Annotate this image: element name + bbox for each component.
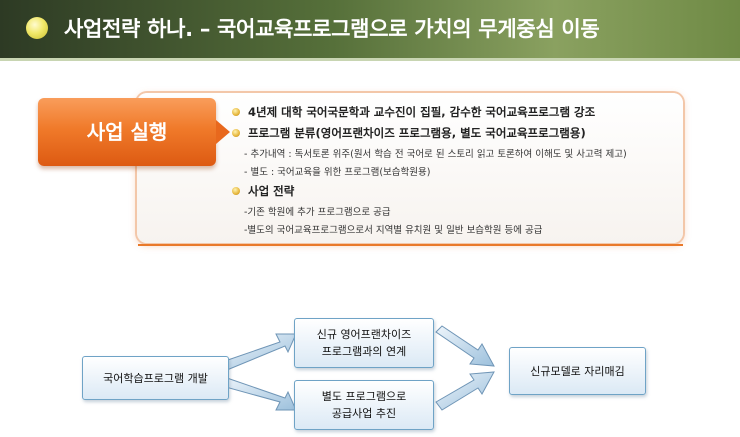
- flow-box-start-label: 국어학습프로그램 개발: [103, 371, 208, 385]
- title-bar: 사업전략 하나. – 국어교육프로그램으로 가치의 무게중심 이동: [0, 0, 740, 58]
- tab-arrow-icon: [216, 120, 230, 144]
- list-item-1: 4년제 대학 국어국문학과 교수진이 집필, 감수한 국어교육프로그램 강조: [248, 105, 596, 119]
- list-item-3-sub-1: -기존 학원에 추가 프로그램으로 공급: [244, 207, 391, 218]
- flow-box-end-label: 신규모델로 자리매김: [530, 364, 625, 378]
- flow-box-bottom-line2: 공급사업 추진: [331, 407, 397, 420]
- flow-box-end: 신규모델로 자리매김: [509, 347, 646, 395]
- section-tab-label: 사업 실행: [86, 120, 168, 144]
- page-title: 사업전략 하나. – 국어교육프로그램으로 가치의 무게중심 이동: [64, 17, 600, 41]
- bullet-icon: [232, 108, 240, 116]
- list-item-2: 프로그램 분류(영어프랜차이즈 프로그램용, 별도 국어교육프로그램용): [248, 126, 586, 140]
- content-panel: [137, 93, 683, 243]
- title-bullet-icon: [26, 17, 48, 39]
- list-item-3-sub-2: -별도의 국어교육프로그램으로서 지역별 유치원 및 일반 보습학원 등에 공급: [244, 225, 543, 236]
- flow-box-top: 신규 영어프랜차이즈 프로그램과의 연계: [294, 318, 434, 368]
- section-tab: 사업 실행: [38, 98, 230, 166]
- arrow-to-top-icon: [221, 333, 297, 371]
- bullet-icon: [232, 129, 240, 137]
- list-item-2-sub-2: - 별도 : 국어교육을 위한 프로그램(보습학원용): [244, 167, 431, 178]
- flow-box-top-line2: 프로그램과의 연계: [321, 345, 407, 358]
- flow-box-bottom: 별도 프로그램으로 공급사업 추진: [294, 380, 434, 430]
- list-item-2-sub-1: - 추가내역 : 독서토론 위주(원서 학습 전 국어로 된 스토리 읽고 토론…: [244, 149, 627, 160]
- list-item-3: 사업 전략: [248, 184, 295, 198]
- flow-box-start: 국어학습프로그램 개발: [82, 356, 229, 400]
- title-divider: [0, 58, 740, 61]
- arrow-top-to-end-icon: [435, 325, 495, 367]
- flow-box-bottom-line1: 별도 프로그램으로: [321, 390, 407, 403]
- arrow-to-bottom-icon: [221, 377, 297, 411]
- panel-underline: [138, 244, 683, 246]
- arrow-bottom-to-end-icon: [435, 371, 495, 411]
- bullet-icon: [232, 187, 240, 195]
- flow-box-top-line1: 신규 영어프랜차이즈: [316, 328, 412, 341]
